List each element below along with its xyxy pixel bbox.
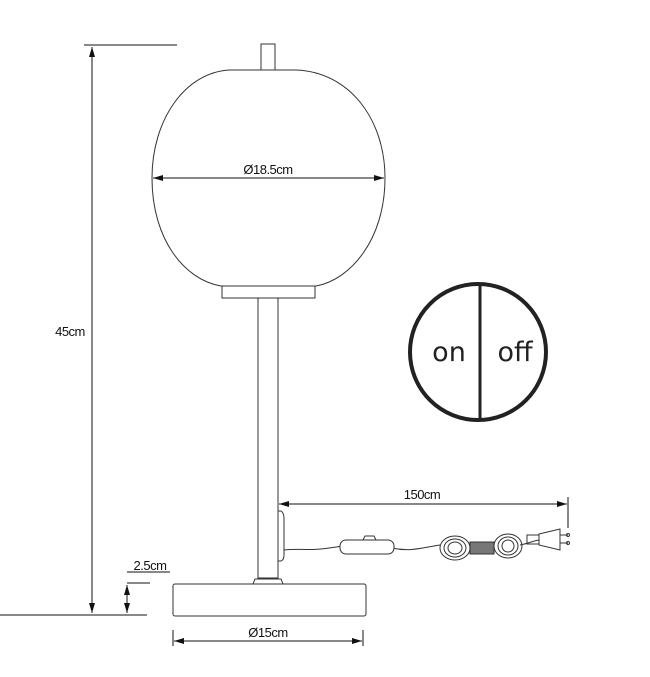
lamp-base xyxy=(172,583,367,617)
cable-outlet xyxy=(278,510,285,562)
shade-diameter-label: Ø18.5cm xyxy=(243,162,292,177)
shade-holder-plate xyxy=(221,285,316,299)
off-label: off xyxy=(497,337,534,368)
base-height-label: 2.5cm xyxy=(134,558,167,573)
lamp-top-cap xyxy=(260,43,276,71)
on-off-symbol xyxy=(408,282,548,422)
coiled-cable xyxy=(439,533,523,561)
base-diameter-label: Ø15cm xyxy=(248,625,287,640)
on-label: on xyxy=(432,337,466,368)
lamp-stem xyxy=(257,297,279,579)
stem-collar xyxy=(252,578,284,585)
height-label: 45cm xyxy=(55,324,85,339)
cable-length-label: 150cm xyxy=(404,487,441,502)
inline-switch xyxy=(339,539,395,555)
power-plug xyxy=(526,528,570,551)
